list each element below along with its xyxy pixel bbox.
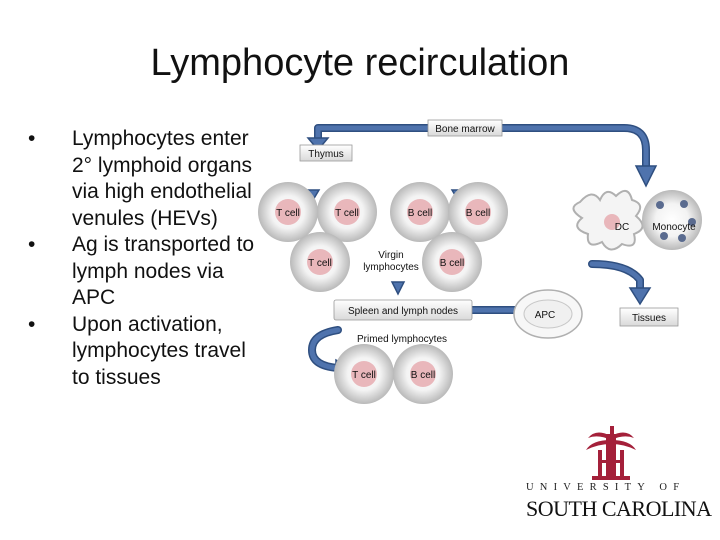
t-cell-label: T cell: [335, 208, 359, 219]
bullet-list: • Lymphocytes enter 2° lymphoid organs vi…: [28, 126, 268, 391]
bullet-text: Upon activation, lymphocytes travel to t…: [72, 312, 246, 389]
apc-label: APC: [535, 310, 556, 321]
monocyte-label: Monocyte: [652, 222, 696, 233]
cell-t-3: T cell: [290, 232, 350, 292]
arrowhead-top: [634, 165, 658, 188]
bullet-item: • Upon activation, lymphocytes travel to …: [28, 312, 268, 392]
apc-cell: APC: [513, 289, 583, 339]
bullet-item: • Lymphocytes enter 2° lymphoid organs vi…: [28, 126, 268, 232]
cell-t-2: T cell: [317, 182, 377, 242]
arrowhead-virgin: [390, 281, 406, 296]
cell-b-1: B cell: [390, 182, 450, 242]
t-cell-label: T cell: [308, 258, 332, 269]
cell-b-2: B cell: [448, 182, 508, 242]
t-cell-label: T cell: [352, 370, 376, 381]
cell-b-4: B cell: [393, 344, 453, 404]
b-cell-label: B cell: [466, 208, 490, 219]
tissues-label: Tissues: [632, 313, 666, 324]
monocyte-cell: Monocyte: [642, 190, 702, 250]
spleen-box: [333, 299, 473, 321]
dc-label: DC: [615, 222, 629, 233]
bullet-marker: •: [28, 312, 36, 336]
bullet-marker: •: [28, 233, 36, 256]
b-cell-label: B cell: [440, 258, 464, 269]
bone-marrow-box: [427, 119, 503, 137]
logo-university-text: UNIVERSITY OF: [526, 482, 686, 493]
virgin-label-line1: Virgin: [378, 250, 403, 261]
palmetto-tree-icon: [586, 426, 636, 480]
bullet-marker: •: [28, 127, 36, 150]
dendritic-cell: DC: [572, 189, 644, 251]
arrowhead-thymus: [306, 137, 330, 152]
b-cell-label: B cell: [408, 208, 432, 219]
bone-marrow-label: Bone marrow: [435, 124, 495, 135]
arrow-top-loop: [496, 124, 650, 172]
thymus-label: Thymus: [308, 149, 344, 160]
t-cell-label: T cell: [276, 208, 300, 219]
thymus-box: [299, 144, 353, 162]
cell-t-4: T cell: [334, 344, 394, 404]
bullet-text: Lymphocytes enter 2° lymphoid organs via…: [72, 127, 252, 230]
arrowhead-tissues: [628, 287, 652, 306]
university-logo: UNIVERSITY OF SOUTH CAROLINA: [526, 420, 712, 521]
slide-title: Lymphocyte recirculation: [150, 42, 570, 84]
b-cell-label: B cell: [411, 370, 435, 381]
logo-south-carolina-text: SOUTH CAROLINA: [526, 496, 712, 521]
cell-b-3: B cell: [422, 232, 482, 292]
virgin-label-line2: lymphocytes: [363, 262, 419, 273]
bullet-item: • Ag is transported to lymph nodes via AP…: [28, 232, 268, 312]
primed-label: Primed lymphocytes: [357, 334, 447, 345]
tissues-box: [619, 307, 679, 327]
spleen-label: Spleen and lymph nodes: [348, 306, 458, 317]
cell-t-1: T cell: [258, 182, 318, 242]
bullet-text: Ag is transported to lymph nodes via APC: [72, 233, 255, 309]
